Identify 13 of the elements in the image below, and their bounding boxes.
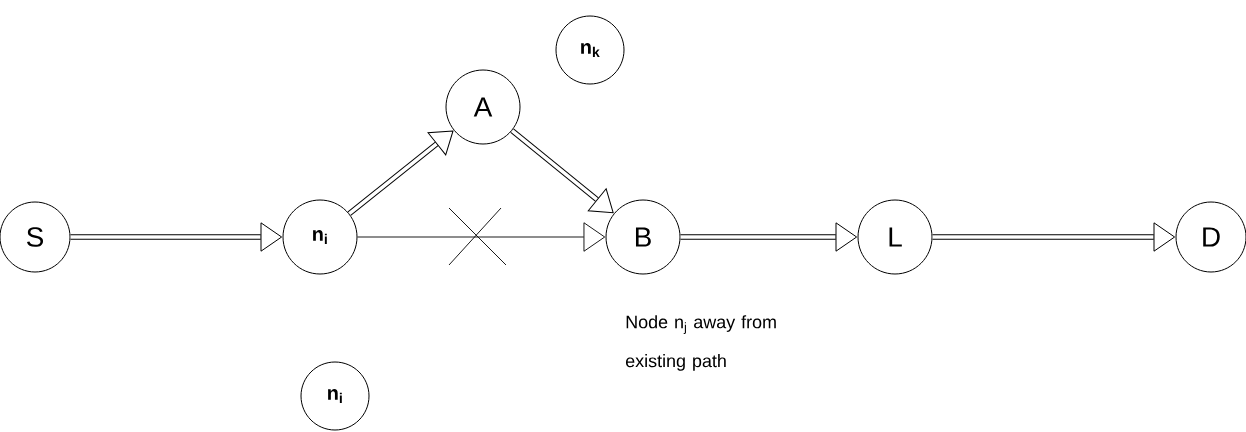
note-text: Node n$_{j}$ away from existing path [625, 315, 776, 371]
arrow [932, 222, 1176, 252]
circle-node: A [445, 69, 521, 145]
circle-node: n$_{i}$ [300, 361, 370, 431]
circle-node: n$_{i}$ [282, 199, 358, 275]
arrow [680, 222, 858, 252]
circle-node: B [605, 199, 681, 275]
arrow [357, 222, 606, 252]
circle-node: n$_{k}$ [555, 15, 625, 85]
arrow [70, 222, 283, 252]
arrow [510, 128, 614, 214]
circle-node: L [857, 199, 933, 275]
arrow [347, 130, 454, 216]
